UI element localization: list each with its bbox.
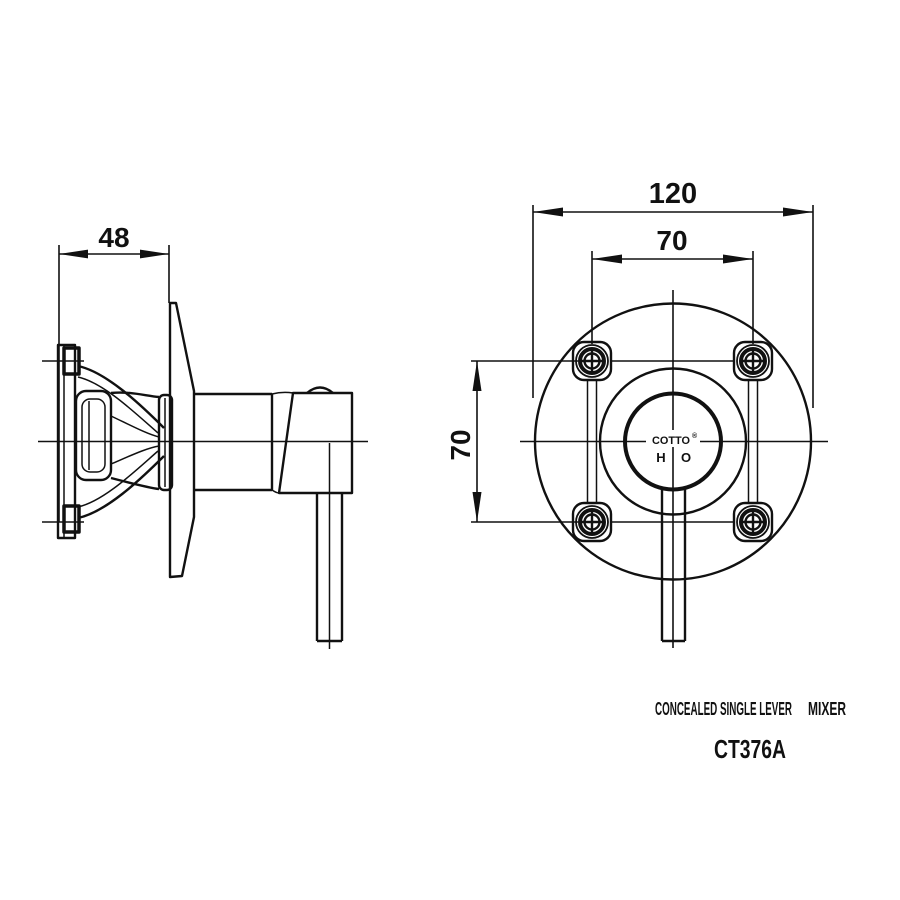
screw-bottom-left (571, 501, 613, 543)
flange-top-boss (62, 346, 81, 376)
neck-bottom-line (110, 445, 160, 465)
front-dimension-70-vertical: 70 (445, 360, 578, 523)
escutcheon-plate-side (168, 301, 196, 579)
hub-sleeve (157, 393, 174, 492)
hot-indicator-label: H (656, 450, 665, 465)
screw-outer-ring (736, 505, 770, 539)
plate-boss-circle (598, 367, 748, 516)
valve-body (74, 364, 174, 520)
mounting-screws (571, 340, 774, 543)
caption-block: CONCEALED SINGLE LEVER MIXER CT376A (655, 699, 846, 764)
handle-head (277, 386, 354, 495)
screw-connectors (586, 360, 759, 523)
collar-top-transition (271, 391, 294, 395)
neck-outer-top (110, 391, 160, 399)
screw-outer-ring (736, 344, 770, 378)
dim120-arrow-left (533, 207, 563, 217)
body-upper-outer-curve (77, 364, 165, 429)
screw-head-ring (739, 347, 767, 375)
cartridge-cap-inner (81, 398, 106, 473)
screw-cross-slot (582, 512, 602, 532)
dim70v-arrow-bottom (472, 492, 482, 522)
front-dimension-120: 120 (532, 178, 814, 408)
body-lower-inner-curve (77, 450, 159, 508)
logo-background-mask (646, 430, 700, 447)
cartridge-cap-outer (74, 389, 113, 482)
dim48-arrow-left (59, 249, 88, 259)
front-dimension-70-horizontal: 70 (591, 225, 754, 344)
model-code-label: CT376A (714, 734, 786, 764)
dim70v-arrow-top (472, 361, 482, 391)
dim120-label: 120 (649, 178, 697, 210)
screw-cross-slot (743, 512, 763, 532)
dim70h-arrow-left (592, 254, 622, 264)
screw-cross-slot (743, 351, 763, 371)
plate-outline-side (168, 301, 196, 579)
front-view: COTTO ® H O 120 70 (445, 178, 828, 648)
escutcheon-plate-front (533, 302, 813, 581)
screw-head-ring (739, 508, 767, 536)
dim48-arrow-right (140, 249, 169, 259)
handle-lever-side (315, 493, 344, 643)
handle-dome (306, 386, 334, 394)
dim70h-arrow-right (723, 254, 753, 264)
screw-head-ring (578, 508, 606, 536)
handle-lever-front (660, 488, 687, 643)
screw-cross-slot (582, 351, 602, 371)
body-upper-inner-curve (77, 376, 159, 434)
handle-head-outline (277, 391, 354, 495)
neck-top-line (110, 415, 160, 438)
dim70h-label: 70 (656, 225, 687, 256)
screw-head-ring (578, 347, 606, 375)
handle-base-circle (623, 391, 723, 492)
product-type-label: MIXER (808, 699, 846, 719)
body-lower-outer-curve (77, 455, 165, 520)
brand-logo-text: COTTO (652, 435, 690, 447)
cylinder-outline (194, 392, 274, 492)
logo-block: COTTO ® H O (646, 430, 700, 465)
flange-bottom-boss (62, 504, 81, 534)
neck-outer-bottom (110, 476, 160, 491)
front-centerlines (520, 290, 828, 648)
screw-top-left (571, 340, 613, 382)
outlet-indicator-label: O (681, 450, 691, 465)
lever-rod-front (660, 488, 687, 643)
dim120-arrow-right (783, 207, 813, 217)
dim70v-label: 70 (445, 429, 476, 460)
side-centerlines (38, 360, 368, 649)
dim48-label: 48 (98, 222, 129, 253)
screw-pad (732, 501, 774, 543)
plate-outer-circle (533, 302, 813, 581)
product-name-label: CONCEALED SINGLE LEVER (655, 699, 792, 719)
screw-bottom-right (732, 501, 774, 543)
screw-top-right (732, 340, 774, 382)
cartridge-housing (194, 391, 294, 494)
side-view: 48 (38, 222, 368, 649)
lever-rod-side (315, 493, 344, 643)
registered-mark: ® (692, 432, 698, 440)
